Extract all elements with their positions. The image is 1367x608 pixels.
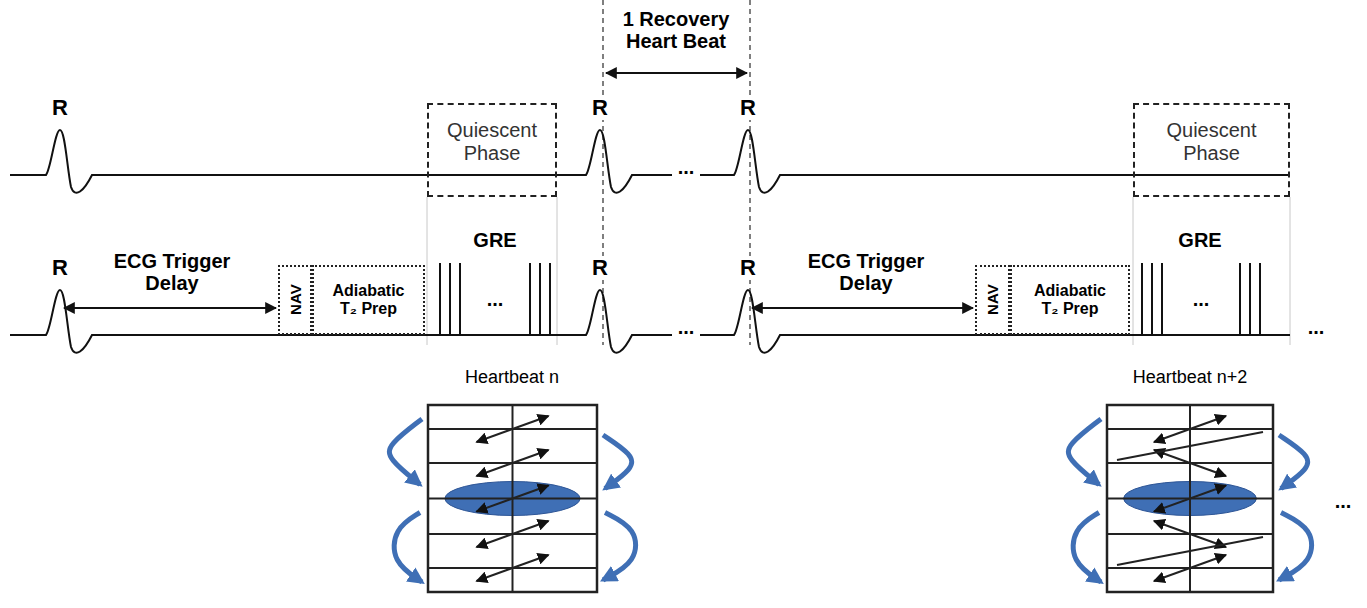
gre-pulse (549, 263, 551, 335)
gre-pulse (1141, 263, 1143, 335)
heartbeat-label: Heartbeat n+2 (1105, 368, 1275, 388)
reorder-arrow (1279, 435, 1308, 489)
r-wave-label: R (590, 96, 610, 120)
ellipsis: ... (485, 288, 506, 310)
kspace-readout (1154, 416, 1226, 442)
kspace-outline (1107, 405, 1273, 592)
reorder-arrow (603, 435, 632, 489)
t2-prep-box: Adiabatic T₂ Prep (1010, 265, 1130, 335)
phase-guide (1290, 197, 1291, 345)
r-wave-label: R (50, 96, 70, 120)
kspace-cylinders (389, 405, 1311, 592)
kspace-spiral (1117, 432, 1263, 460)
node-label: Adiabatic T₂ Prep (1028, 282, 1112, 319)
recovery-beat-label: 1 Recovery Heart Beat (601, 8, 751, 52)
phase-guide (1133, 197, 1134, 345)
kspace-readout (477, 555, 549, 581)
gre-pulse (529, 263, 531, 335)
gre-label: GRE (1165, 229, 1235, 251)
gre-pulse (539, 263, 541, 335)
ecg-traces (10, 73, 1290, 353)
reorder-arrow (603, 513, 636, 581)
heartbeat-label: Heartbeat n (437, 368, 587, 388)
kspace-cylinder (389, 405, 635, 592)
timing-arrow (64, 307, 276, 309)
kspace-readout (1154, 521, 1226, 547)
kspace-readout (1154, 486, 1226, 512)
ecg-trace (10, 130, 1290, 193)
kspace-readout (477, 521, 549, 547)
reorder-arrow (1073, 513, 1101, 583)
gre-pulse (439, 263, 441, 335)
kspace-cylinder (1068, 405, 1311, 592)
node-label-vertical: NAV (984, 285, 1001, 316)
reorder-arrow (1068, 419, 1101, 485)
gre-pulse (459, 263, 461, 335)
kspace-readout (477, 416, 549, 442)
kspace-readout (1154, 450, 1226, 476)
phase-guide (427, 197, 428, 345)
ecg-trace (10, 290, 1290, 353)
timing-arrow (752, 307, 973, 309)
t2-prep-box: Adiabatic T₂ Prep (312, 265, 425, 335)
kspace-outline (428, 405, 597, 592)
phase-guide (557, 197, 558, 345)
gre-pulse (1239, 263, 1241, 335)
quiescent-phase-box: Quiescent Phase (1133, 103, 1290, 197)
gre-pulse (1151, 263, 1153, 335)
node-label: Quiescent Phase (1152, 119, 1272, 165)
node-label-vertical: NAV (286, 285, 303, 316)
gre-pulse (1161, 263, 1163, 335)
kspace-spiral (1117, 537, 1263, 565)
reorder-arrow (389, 419, 422, 485)
gre-label: GRE (460, 229, 530, 251)
r-wave-label: R (738, 256, 758, 280)
kspace-readout (1154, 555, 1226, 581)
navigator-box: NAV (975, 265, 1010, 335)
ellipsis: ... (1191, 288, 1212, 310)
trigger-delay-label: ECG Trigger Delay (97, 250, 247, 294)
gre-pulse (449, 263, 451, 335)
kspace-readout (477, 450, 549, 476)
node-label: Adiabatic T₂ Prep (327, 282, 411, 319)
ellipsis: ... (671, 316, 701, 338)
navigator-box: NAV (278, 265, 312, 335)
node-label: Quiescent Phase (432, 119, 552, 165)
ellipsis: ... (1301, 316, 1331, 338)
timing-arrow (606, 72, 747, 74)
guide-lines (427, 0, 1290, 345)
r-wave-label: R (738, 96, 758, 120)
quiescent-phase-box: Quiescent Phase (427, 103, 557, 197)
reorder-arrow (1279, 513, 1312, 581)
ellipsis: ... (1328, 490, 1358, 512)
kspace-readout (477, 486, 549, 512)
reorder-arrow (394, 513, 422, 583)
r-wave-label: R (590, 256, 610, 280)
gre-pulse (1259, 263, 1261, 335)
ellipsis: ... (671, 156, 701, 178)
gre-pulse (1249, 263, 1251, 335)
r-wave-label: R (50, 256, 70, 280)
trigger-delay-label: ECG Trigger Delay (791, 250, 941, 294)
